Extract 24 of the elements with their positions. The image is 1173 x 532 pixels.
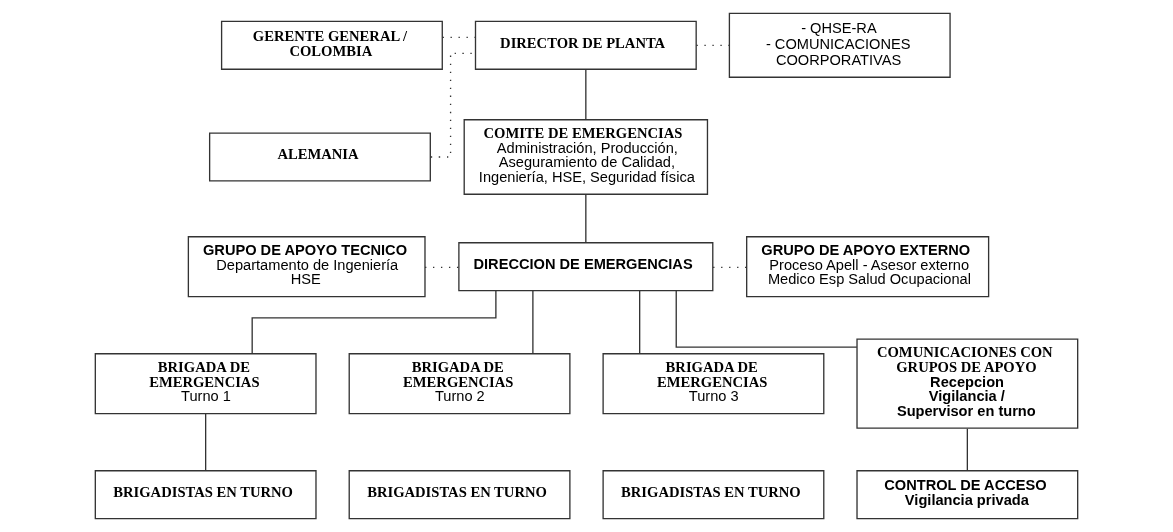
node-box: DIRECTOR DE PLANTA: [474, 20, 697, 70]
node-box: GRUPO DE APOYO TECNICO Departamento de Ingeniería HSE: [187, 236, 426, 298]
node-box: GERENTE GENERAL / COLOMBIA: [220, 20, 443, 70]
connector: [251, 290, 497, 355]
node-box: BRIGADISTAS EN TURNO: [348, 470, 571, 520]
node-box: BRIGADISTAS EN TURNO: [602, 470, 825, 520]
node-box: COMUNICACIONES CON GRUPOS DE APOYO Recepcion Vigilancia / Supervisor en turno: [856, 338, 1079, 429]
connector: [675, 290, 858, 348]
node-box: CONTROL DE ACCESO Vigilancia privada: [856, 470, 1079, 520]
node-box: COMITE DE EMERGENCIAS Administración, Producción, Aseguramiento de Calidad, Ingeniería, HSE, Seguridad física: [463, 119, 709, 195]
connector: [639, 290, 641, 355]
node-box: ALEMANIA: [208, 132, 431, 182]
connector: [966, 428, 968, 471]
connector: [585, 68, 587, 121]
node-box: - QHSE-RA - COMUNICACIONES COORPORATIVAS: [728, 12, 951, 78]
connector: [205, 413, 207, 472]
node-box: BRIGADISTAS EN TURNO: [94, 470, 317, 520]
connector: [585, 194, 587, 244]
node-box: DIRECCION DE EMERGENCIAS: [458, 242, 714, 292]
node-box: BRIGADA DE EMERGENCIAS Turno 1: [94, 353, 317, 415]
node-box: BRIGADA DE EMERGENCIAS Turno 2: [348, 353, 571, 415]
connector: [532, 290, 534, 355]
node-box: GRUPO DE APOYO EXTERNO Proceso Apell - Asesor externo Medico Esp Salud Ocupacional: [746, 236, 990, 298]
node-box: BRIGADA DE EMERGENCIAS Turno 3: [602, 353, 825, 415]
